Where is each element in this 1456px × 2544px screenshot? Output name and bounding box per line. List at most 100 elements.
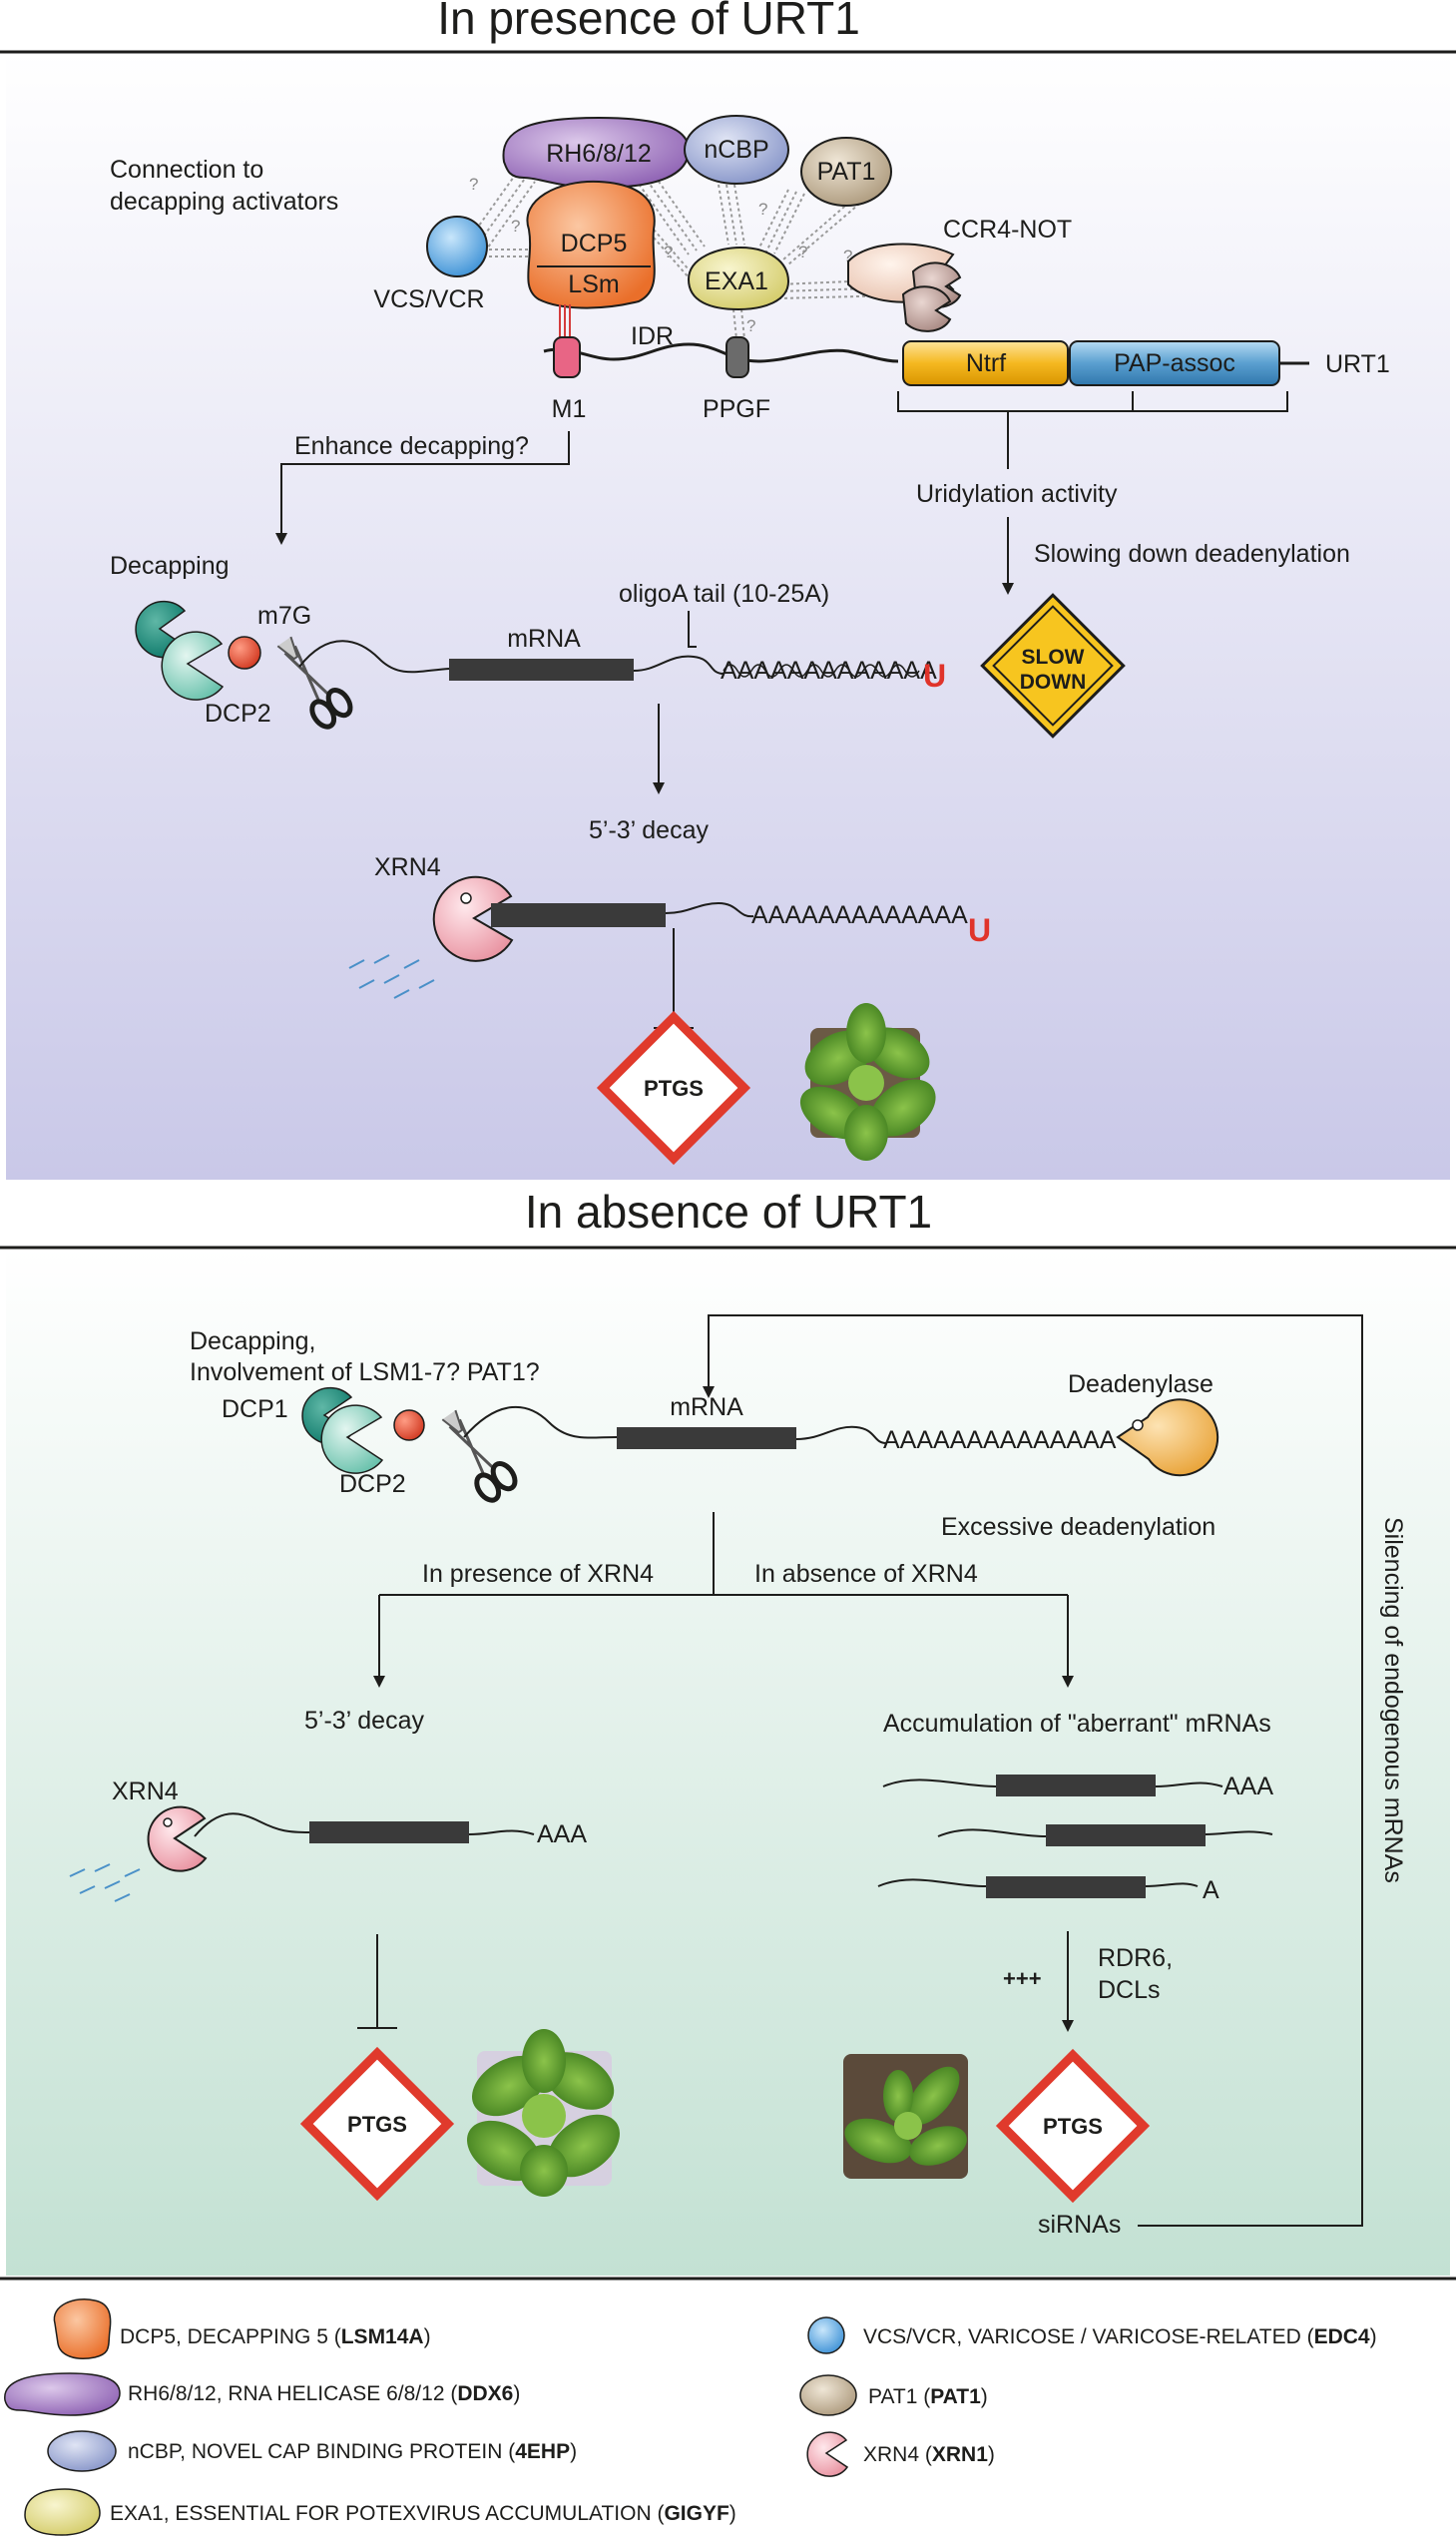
mrna-cds-top [449, 659, 634, 681]
silencing-label: Silencing of endogenous mRNAs [1379, 1517, 1407, 1883]
ptgs-label-right: PTGS [1043, 2114, 1103, 2139]
legend-item-vcs: VCS/VCR, VARICOSE / VARICOSE-RELATED (ED… [807, 2316, 1377, 2354]
pat1-label: PAT1 [817, 158, 876, 186]
rdr6-label: RDR6, [1098, 1944, 1173, 1972]
legend-text-pat1: PAT1 (PAT1) [868, 2385, 988, 2408]
lsm-label: LSm [568, 270, 619, 298]
degradation-fragments-bottom [69, 1863, 141, 1902]
scissors-icon-bottom [441, 1409, 518, 1503]
legend-item-dcp5: DCP5, DECAPPING 5 (LSM14A) [53, 2298, 431, 2359]
legend-text-rh: RH6/8/12, RNA HELICASE 6/8/12 (DDX6) [128, 2382, 520, 2405]
enhance-decapping-arrow [275, 431, 570, 545]
top-title: In presence of URT1 [437, 0, 860, 44]
ppgf-label: PPGF [703, 395, 770, 423]
decay-label-bottom: 5’-3’ decay [304, 1707, 424, 1735]
rh-label: RH6/8/12 [546, 140, 652, 168]
dcp1-label-bottom: DCP1 [222, 1395, 288, 1423]
oligoa-label: oligoA tail (10-25A) [619, 580, 829, 608]
absence-xrn4-label: In absence of XRN4 [754, 1560, 978, 1588]
down-label: DOWN [1020, 671, 1087, 694]
m7g-cap-bottom [393, 1409, 425, 1441]
mrna-5utr-bottom [463, 1405, 618, 1439]
ncbp-label: nCBP [704, 136, 768, 164]
aberrant-mrna-1-5utr [882, 1779, 997, 1787]
uridylation-label: Uridylation activity [916, 480, 1118, 508]
dcp2-pacman [161, 631, 225, 701]
xrn4-pacman-bottom [147, 1805, 208, 1872]
excessive-label: Excessive deadenylation [941, 1513, 1215, 1541]
slow-label: SLOW [1022, 646, 1085, 669]
ptgs-label-top: PTGS [644, 1076, 704, 1101]
ntrf-domain [902, 340, 1069, 386]
presence-xrn4-label: In presence of XRN4 [422, 1560, 654, 1588]
polya-decay: AAAAAAAAAAAAA [751, 901, 968, 929]
slowing-label: Slowing down deadenylation [1034, 540, 1350, 568]
vcs-vcr-protein: VCS/VCR [373, 216, 488, 313]
m7g-cap [228, 636, 261, 670]
legend-text-vcs: VCS/VCR, VARICOSE / VARICOSE-RELATED (ED… [863, 2325, 1377, 2348]
ptgs-label-left: PTGS [347, 2112, 407, 2137]
ccr4-not-complex: CCR4-NOT [847, 216, 1072, 332]
m1-motif [553, 336, 581, 378]
legend-item-xrn4: XRN4 (XRN1) [806, 2431, 995, 2477]
mrna-3utr-bottom [795, 1425, 887, 1444]
mrna-3utr-decay [665, 901, 754, 918]
urt1-idr-backbone [543, 342, 899, 363]
catalytic-bracket-end [1133, 391, 1288, 412]
xrn4-pacman-top [432, 875, 514, 962]
aberrant-a: A [1203, 1876, 1219, 1904]
mrna-label-bottom: mRNA [670, 1393, 743, 1421]
question-mark-2: ? [511, 217, 520, 236]
oligoa-tail-wave [723, 664, 920, 678]
decay-label-top: 5’-3’ decay [589, 816, 709, 844]
urt1-label: URT1 [1325, 350, 1390, 378]
interaction-connectors [468, 161, 899, 340]
legend-item-pat1: PAT1 (PAT1) [799, 2374, 988, 2416]
dcp5-protein: DCP5 LSm [526, 180, 656, 309]
aberrant-mrna-2-3utr [1205, 1830, 1273, 1835]
legend-text-xrn4: XRN4 (XRN1) [863, 2443, 995, 2466]
ptgs-sign-right: PTGS [995, 2048, 1151, 2204]
mrna-5utr-left [194, 1812, 310, 1837]
legend-item-ncbp: nCBP, NOVEL CAP BINDING PROTEIN (4EHP) [47, 2430, 577, 2472]
dcp2-label-bottom: DCP2 [339, 1470, 406, 1498]
aberrant-aaa: AAA [1223, 1773, 1273, 1800]
aberrant-mrna-1-cds [996, 1775, 1156, 1796]
inhibition-bar-bottom [357, 1934, 397, 2029]
m1-label: M1 [552, 395, 587, 423]
legend-text-dcp5: DCP5, DECAPPING 5 (LSM14A) [120, 2325, 431, 2348]
polya-top: AAAAAAAAAAAAA [721, 657, 937, 685]
aberrant-mrna-2-5utr [937, 1828, 1047, 1837]
rh6-8-12-protein: RH6/8/12 [502, 116, 691, 190]
pap-assoc-label: PAP-assoc [1114, 349, 1235, 377]
vcs-label: VCS/VCR [373, 285, 484, 313]
aberrant-mrna-1-3utr [1155, 1781, 1223, 1787]
plus-label: +++ [1003, 1966, 1042, 1991]
question-mark-3: ? [664, 243, 673, 261]
silencing-feedback-loop [703, 1314, 1363, 2227]
connection-label-1: Connection to [110, 156, 263, 184]
aberrant-mrna-3-3utr [1145, 1882, 1199, 1887]
top-panel-background [6, 52, 1450, 1180]
plant-image-right [843, 2054, 968, 2179]
bottom-decapping-1: Decapping, [190, 1327, 315, 1355]
ntrf-label: Ntrf [966, 349, 1006, 377]
mrna-3utr-left [468, 1829, 535, 1835]
polya-bottom: AAAAAAAAAAAAAA [883, 1426, 1117, 1454]
accumulation-label: Accumulation of "aberrant" mRNAs [883, 1710, 1271, 1738]
aberrant-mrna-3-cds [986, 1876, 1146, 1898]
aberrant-mrna-2-cds [1046, 1824, 1206, 1846]
dcp2-pacman-bottom [320, 1404, 384, 1474]
question-mark-4: ? [758, 200, 767, 219]
xrn4-label-bottom: XRN4 [112, 1778, 179, 1805]
mrna-cds-bottom [617, 1427, 796, 1449]
mrna-3utr-top [633, 655, 725, 675]
ncbp-protein: nCBP [684, 115, 789, 185]
idr-label: IDR [631, 322, 674, 350]
bottom-decapping-2: Involvement of LSM1-7? PAT1? [190, 1358, 540, 1386]
question-mark-5: ? [798, 243, 807, 261]
question-mark-7: ? [746, 316, 755, 335]
ccr4-not-label: CCR4-NOT [943, 216, 1072, 244]
